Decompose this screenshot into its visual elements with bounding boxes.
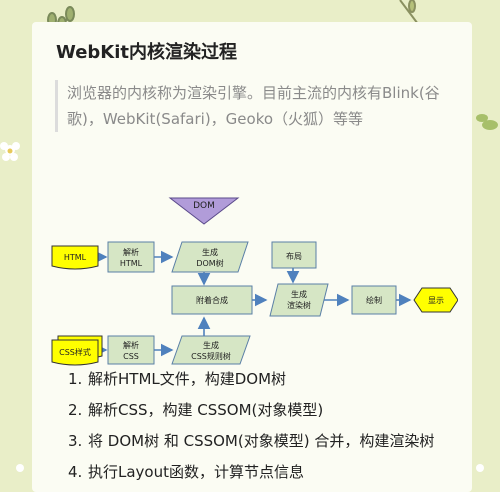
dom-label: DOM [193,201,215,211]
attach-label: 附着合成 [196,295,228,305]
dom-triangle [168,197,240,225]
paint-box [351,285,397,315]
html-document-shape [51,245,99,270]
gen-render-label-2: 渲染树 [287,300,311,310]
gen-css-box [171,335,251,365]
parse-css-box [107,335,155,365]
leaf-icon [476,114,498,130]
parse-html-label-2: HTML [120,259,143,268]
webkit-render-flow-diagram: DOM HTML 解析 HTML 生成 DOM树 布局 附着合成 生成 渲染树 … [51,197,458,366]
layout-box [271,241,317,269]
list-item: 1.解析HTML文件，构建DOM树 [68,370,287,388]
parse-html-box [107,241,155,273]
article-title: WebKit内核渲染过程 [56,42,238,63]
flower-icon [0,142,20,161]
attach-box [171,285,253,315]
list-item: 4.执行Layout函数，计算节点信息 [68,463,304,481]
flower-icon-small [16,464,484,472]
display-label: 显示 [428,296,444,305]
css-styles-label: CSS样式 [59,347,91,357]
flow-arrows [94,204,412,357]
list-item: 2.解析CSS，构建 CSSOM(对象模型) [68,401,324,419]
parse-html-label-1: 解析 [123,247,139,257]
list-item: 3.将 DOM树 和 CSSOM(对象模型) 合并，构建渲染树 [68,432,435,450]
paint-label: 绘制 [366,295,382,305]
html-label: HTML [64,253,87,262]
gen-dom-label-1: 生成 [202,247,218,257]
intro-quote: 浏览器的内核称为渲染引擎。目前主流的内核有Blink(谷歌)，WebKit(Sa… [55,80,459,132]
gen-css-label-2: CSS规则树 [191,351,231,361]
steps-list: 1.解析HTML文件，构建DOM树 2.解析CSS，构建 CSSOM(对象模型)… [68,368,434,492]
display-hexagon [413,287,458,313]
branch-icon [399,0,419,25]
gen-dom-box [171,241,249,273]
parse-css-label-2: CSS [123,352,139,361]
parse-css-label-1: 解析 [123,340,139,350]
gen-render-label-1: 生成 [291,289,307,299]
layout-label: 布局 [286,251,302,261]
css-document-shape [51,339,99,366]
gen-dom-label-2: DOM树 [196,258,223,268]
article-card: WebKit内核渲染过程 浏览器的内核称为渲染引擎。目前主流的内核有Blink(… [32,22,472,492]
gen-css-label-1: 生成 [203,340,219,350]
gen-render-box [269,283,329,317]
